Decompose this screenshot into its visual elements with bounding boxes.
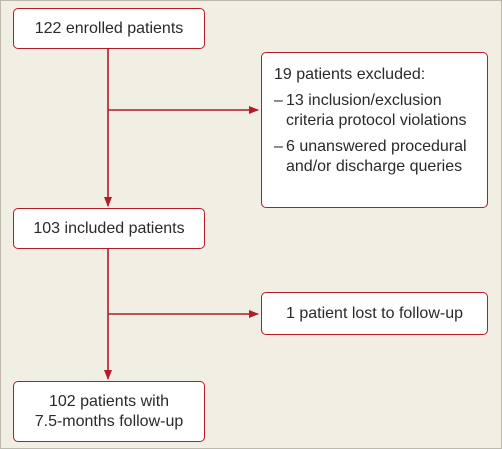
excluded-reason-2-line1: 6 unanswered procedural <box>286 138 467 155</box>
enrolled-patients-box: 122 enrolled patients <box>13 8 205 49</box>
final-label-line2: 7.5-months follow-up <box>34 412 184 430</box>
dash-marker: – <box>274 138 283 155</box>
final-label-line1: 102 patients with <box>48 392 170 410</box>
excluded-reason-1: – 13 inclusion/exclusion criteria protoc… <box>274 91 477 131</box>
enrolled-label: 122 enrolled patients <box>34 19 184 37</box>
included-patients-box: 103 included patients <box>13 208 205 249</box>
excluded-reason-1-line1: 13 inclusion/exclusion <box>286 92 442 109</box>
excluded-reason-2: – 6 unanswered procedural and/or dischar… <box>274 137 477 177</box>
lost-label: 1 patient lost to follow-up <box>286 304 463 322</box>
included-label: 103 included patients <box>33 219 185 237</box>
lost-to-follow-up-box: 1 patient lost to follow-up <box>261 292 488 335</box>
dash-marker: – <box>274 92 283 109</box>
excluded-patients-box: 19 patients excluded: – 13 inclusion/exc… <box>261 52 488 208</box>
excluded-reason-1-line2: criteria protocol violations <box>286 112 467 129</box>
excluded-reason-2-line2: and/or discharge queries <box>286 158 463 175</box>
excluded-title: 19 patients excluded: <box>274 66 426 83</box>
follow-up-patients-box: 102 patients with 7.5-months follow-up <box>13 381 205 442</box>
